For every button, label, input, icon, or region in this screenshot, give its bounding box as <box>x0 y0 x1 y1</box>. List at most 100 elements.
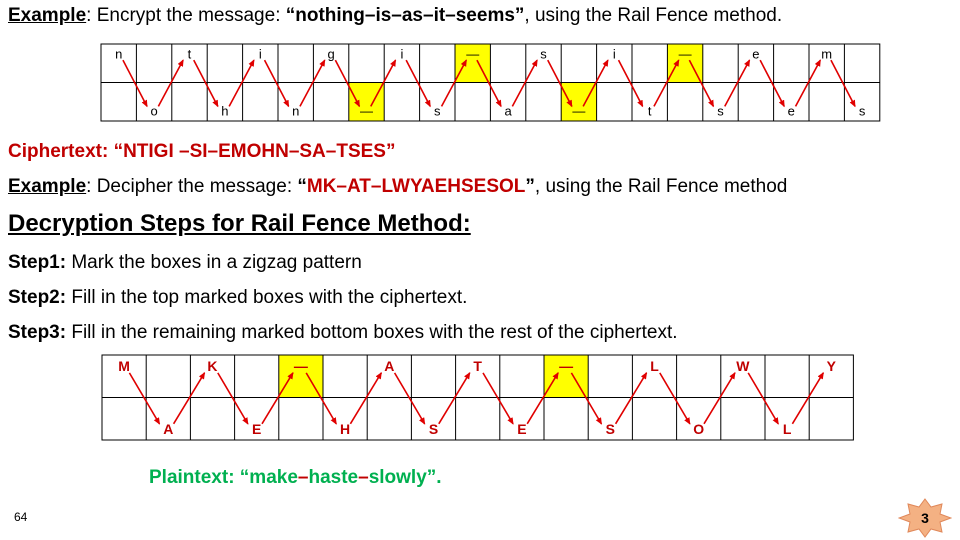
plaintext-dash2: – <box>358 467 369 488</box>
zigzag-arrow <box>703 371 736 425</box>
step1-line: Step1: Mark the boxes in a zigzag patter… <box>8 252 362 274</box>
grid-letter-top: n <box>115 47 122 62</box>
zigzag-arrow <box>172 371 206 425</box>
zigzag-arrow <box>482 372 514 425</box>
grid-letter-bottom: t <box>648 104 652 119</box>
zigzag-arrow <box>228 59 255 107</box>
plaintext-word2: haste <box>308 467 359 488</box>
zigzag-arrow <box>122 59 148 108</box>
zigzag-arrow <box>349 371 383 425</box>
example2-text-before: : Decipher the message: <box>86 176 298 197</box>
step2-text: Fill in the top marked boxes with the ci… <box>66 287 468 308</box>
example1-message: “nothing–is–as–it–seems” <box>285 5 525 26</box>
zigzag-arrow <box>547 59 573 108</box>
zigzag-arrow <box>688 59 715 108</box>
grid-letter-bottom: e <box>788 104 795 119</box>
slide-number-badge: 3 <box>898 498 952 538</box>
step2-line: Step2: Fill in the top marked boxes with… <box>8 287 467 309</box>
grid-letter-bottom: o <box>150 104 157 119</box>
grid-letter-bottom: a <box>504 104 512 119</box>
grid-letter-top: L <box>650 358 659 374</box>
zigzag-arrow <box>438 371 471 425</box>
example2-message: MK–AT–LWYAEHSESOL <box>306 176 526 197</box>
grid-letter-bottom: s <box>434 104 441 119</box>
grid-letter-top: i <box>613 47 616 62</box>
zigzag-arrow <box>440 59 468 107</box>
zigzag-arrow <box>217 372 249 425</box>
grid-letter-top: Y <box>827 358 837 374</box>
zigzag-arrow <box>794 59 822 107</box>
zigzag-arrow <box>617 59 644 108</box>
step3-text: Fill in the remaining marked bottom boxe… <box>66 322 678 343</box>
example1-line: Example: Encrypt the message: “nothing–i… <box>8 5 782 27</box>
zigzag-arrow <box>526 371 559 425</box>
grid-letter-bottom: s <box>859 104 866 119</box>
grid-letter-bottom: s <box>717 104 724 119</box>
zigzag-arrow <box>582 59 609 107</box>
grid-letter-top: s <box>540 47 547 62</box>
zigzag-arrow <box>511 59 538 107</box>
example1-label: Example <box>8 5 87 26</box>
zigzag-arrow <box>724 59 751 107</box>
zigzag-arrow <box>614 371 648 425</box>
zigzag-arrow <box>747 372 779 425</box>
plaintext-word3: slowly”. <box>368 467 442 488</box>
zigzag-arrow <box>393 372 426 425</box>
zigzag-arrow <box>128 372 161 425</box>
step1-label: Step1: <box>8 252 67 273</box>
grid-letter-bottom: h <box>221 104 228 119</box>
grid-letter-top: — <box>294 358 308 374</box>
grid-letter-top: A <box>384 358 394 374</box>
example1-text-after: , using the Rail Fence method. <box>524 5 783 26</box>
step3-label: Step3: <box>8 322 67 343</box>
grid-letter-bottom: E <box>252 421 261 437</box>
zigzag-arrow <box>334 59 361 108</box>
plaintext-line: Plaintext: “make–haste–slowly”. <box>149 467 442 489</box>
grid-letter-bottom: — <box>360 104 373 119</box>
example2-quote-open: “ <box>297 176 307 197</box>
zigzag-arrow <box>476 59 502 108</box>
plaintext-label: Plaintext: “make <box>149 467 298 488</box>
example1-text-before: : Encrypt the message: <box>86 5 286 26</box>
example2-text-after: , using the Rail Fence method <box>534 176 788 197</box>
zigzag-arrow <box>830 59 856 108</box>
grid-letter-top: i <box>259 47 262 62</box>
grid-letter-top: g <box>327 47 334 62</box>
example2-line: Example: Decipher the message: “MK–AT–LW… <box>8 176 787 198</box>
page-number: 64 <box>14 510 28 524</box>
plaintext-dash1: – <box>297 467 309 488</box>
grid-letter-top: W <box>736 358 750 374</box>
grid-letter-bottom: S <box>429 421 438 437</box>
grid-letter-top: K <box>207 358 217 374</box>
zigzag-arrow <box>263 59 290 108</box>
grid-letter-bottom: n <box>292 104 299 119</box>
zigzag-arrow <box>261 371 294 425</box>
slide-number: 3 <box>921 510 929 526</box>
zigzag-arrow <box>759 59 785 108</box>
zigzag-arrow <box>405 59 431 108</box>
grid-letter-bottom: — <box>572 104 585 119</box>
zigzag-arrow <box>370 59 397 107</box>
zigzag-arrow <box>157 59 184 107</box>
grid-letter-top: — <box>679 47 692 62</box>
grid-letter-top: t <box>188 47 192 62</box>
ciphertext-line: Ciphertext: “NTIGI –SI–EMOHN–SA–TSES” <box>8 141 396 162</box>
zigzag-arrow <box>653 59 680 107</box>
grid-letter-bottom: L <box>783 421 792 437</box>
grid-letter-top: i <box>400 47 403 62</box>
grid-letter-top: — <box>559 358 573 374</box>
zigzag-arrow <box>193 59 219 108</box>
zigzag-arrow <box>299 59 326 107</box>
grid-letter-bottom: A <box>163 421 173 437</box>
grid-letter-top: — <box>466 47 479 62</box>
grid-letter-bottom: H <box>340 421 350 437</box>
zigzag-arrow <box>570 372 603 425</box>
step1-text: Mark the boxes in a zigzag pattern <box>66 252 362 273</box>
grid-letter-bottom: S <box>606 421 615 437</box>
zigzag-arrow <box>659 372 691 425</box>
step3-line: Step3: Fill in the remaining marked bott… <box>8 322 678 344</box>
badge-star-shape <box>898 498 952 538</box>
